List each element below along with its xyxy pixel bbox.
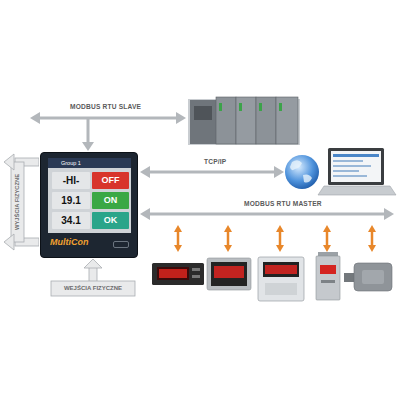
tile-value: -HI- <box>52 172 90 189</box>
plc-led <box>259 103 262 111</box>
drop-arrows <box>174 225 376 252</box>
plc-module <box>236 97 256 144</box>
tcp-line <box>148 171 276 174</box>
led-digits <box>265 265 297 274</box>
meter-window <box>263 262 299 277</box>
arrow-head <box>82 142 94 151</box>
screen-group-name: Group 1 <box>61 160 81 166</box>
arrow-head <box>224 225 232 232</box>
tile-value: 19.1 <box>52 192 90 209</box>
laptop-row <box>333 175 367 177</box>
arrow-head <box>368 225 376 232</box>
arrow-head <box>274 166 284 178</box>
laptop-screen <box>328 148 384 185</box>
plc-module <box>276 97 298 144</box>
plc-led <box>239 103 242 111</box>
tile-value: 34.1 <box>52 212 90 229</box>
arrow-head <box>276 225 284 232</box>
status-tile: OFF <box>92 172 129 189</box>
slave-drop-line <box>87 118 90 144</box>
plc-module <box>216 97 236 144</box>
plc-led <box>219 103 222 111</box>
sensor-housing <box>354 263 392 291</box>
tile-value: ON <box>92 192 129 209</box>
arrow-head <box>368 245 376 252</box>
arrow-band <box>51 281 135 296</box>
laptop-display <box>331 151 381 182</box>
node-outline <box>50 258 136 298</box>
arrow-head <box>174 245 182 252</box>
panel-meter <box>152 263 204 285</box>
arrow-head <box>384 208 394 220</box>
arrow-head <box>4 234 14 250</box>
plc-module <box>256 97 276 144</box>
arrow-head <box>140 208 150 220</box>
drop-line <box>326 231 329 246</box>
arrow-head <box>224 245 232 252</box>
globe-land <box>290 160 312 182</box>
node-outline <box>3 152 39 252</box>
sensor-lid <box>362 270 384 284</box>
status-tile: ON <box>92 192 129 209</box>
brand-logo: MultiCon <box>50 238 89 248</box>
panel-meter <box>207 258 251 290</box>
io-label: WEJŚCIA FIZYCZNE <box>51 281 135 296</box>
led-digits <box>159 269 187 278</box>
bus-label: TCP/IP <box>204 158 226 165</box>
cable-gland <box>344 273 355 282</box>
led-digits <box>214 266 244 278</box>
meter-button <box>192 275 200 278</box>
bus-label: MODBUS RTU MASTER <box>244 200 322 207</box>
arrow-head <box>323 225 331 232</box>
meter-window <box>157 267 189 280</box>
din-module <box>316 256 340 300</box>
laptop-base <box>318 186 396 195</box>
drop-line <box>177 231 180 246</box>
status-tile: -HI- <box>52 172 90 189</box>
din-terminal <box>321 280 335 283</box>
tile-value: OK <box>92 212 129 229</box>
status-tile: OK <box>92 212 129 229</box>
arrow-head <box>174 225 182 232</box>
meter-label-plate <box>265 283 297 295</box>
status-tile: 34.1 <box>52 212 90 229</box>
controller-device: Group 1 MultiCon -HI-OFF19.1ON34.1OK <box>40 152 138 258</box>
arrow-head <box>276 245 284 252</box>
laptop-row <box>333 170 359 172</box>
laptop-row <box>333 160 363 162</box>
io-label: WYJŚCIA FIZYCZNE <box>11 164 24 240</box>
io-arrow-shape: WEJŚCIA FIZYCZNE <box>50 258 136 298</box>
tile-value: OFF <box>92 172 129 189</box>
panel-meter <box>258 257 304 301</box>
led-digits <box>320 265 336 274</box>
drop-line <box>371 231 374 246</box>
plc-terminal <box>194 106 212 120</box>
arrow-head <box>84 259 102 268</box>
laptop-window-bar <box>333 154 379 157</box>
status-tile: 19.1 <box>52 192 90 209</box>
bus-label: MODBUS RTU SLAVE <box>70 103 141 110</box>
plc-power-module <box>190 100 216 144</box>
globe <box>285 155 319 189</box>
arrow-head <box>30 112 40 124</box>
plc-led <box>279 103 282 111</box>
drop-line <box>279 231 282 246</box>
screen-header-bar <box>48 158 131 168</box>
slave-bus-line <box>38 117 178 120</box>
drop-line <box>227 231 230 246</box>
meter-front <box>211 262 247 286</box>
arrow-head <box>176 112 186 124</box>
laptop-row <box>333 165 371 167</box>
io-arrow-shape: WYJŚCIA FIZYCZNE <box>3 152 39 252</box>
arrow-head <box>4 154 14 170</box>
meter-button <box>192 268 200 271</box>
master-bus-line <box>148 213 386 216</box>
arrow-band <box>11 162 24 242</box>
device-button <box>113 241 129 248</box>
arrow-head <box>140 166 150 178</box>
arrow-head <box>323 245 331 252</box>
